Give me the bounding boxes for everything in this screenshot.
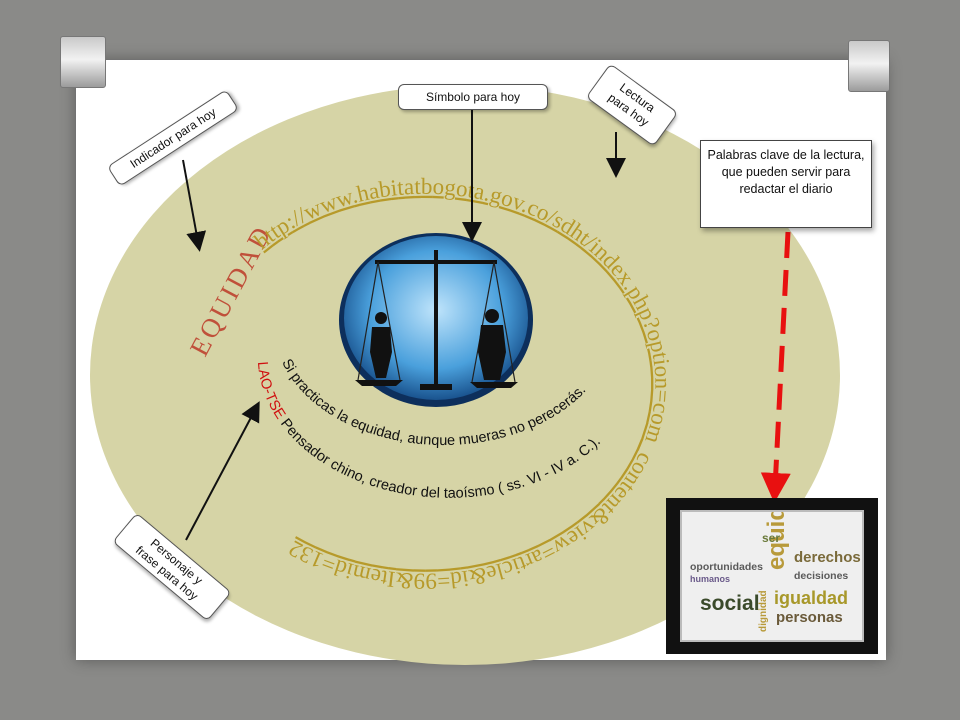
word-cloud-svg: equidad ser derechos oportunidades human… (690, 512, 861, 632)
cloud-word-humanos: humanos (690, 574, 730, 584)
keywords-box: Palabras clave de la lectura, que pueden… (700, 140, 872, 228)
cloud-word-decisiones: decisiones (794, 570, 848, 582)
cloud-word-equidad: equidad (763, 512, 790, 570)
binder-ring-right (848, 40, 890, 92)
cloud-word-derechos: derechos (794, 549, 861, 566)
cloud-word-oportunidades: oportunidades (690, 561, 763, 573)
arrow-indicador (182, 159, 207, 252)
dashed-arrow-keywords (760, 231, 791, 503)
word-cloud: equidad ser derechos oportunidades human… (680, 510, 864, 642)
binder-ring-left (60, 36, 106, 88)
cloud-word-social: social (700, 592, 760, 615)
callout-simbolo-label: Símbolo para hoy (425, 90, 521, 104)
callout-simbolo: Símbolo para hoy (398, 84, 548, 110)
cloud-word-ser: ser (762, 531, 780, 545)
cloud-word-personas: personas (776, 609, 843, 626)
justice-scale-image (339, 233, 533, 407)
keywords-box-text: Palabras clave de la lectura, que pueden… (707, 148, 865, 196)
word-cloud-frame: equidad ser derechos oportunidades human… (666, 498, 878, 654)
cloud-word-dignidad: dignidad (758, 590, 769, 632)
cloud-word-igualdad: igualdad (774, 588, 848, 608)
arrow-personaje (185, 401, 260, 541)
